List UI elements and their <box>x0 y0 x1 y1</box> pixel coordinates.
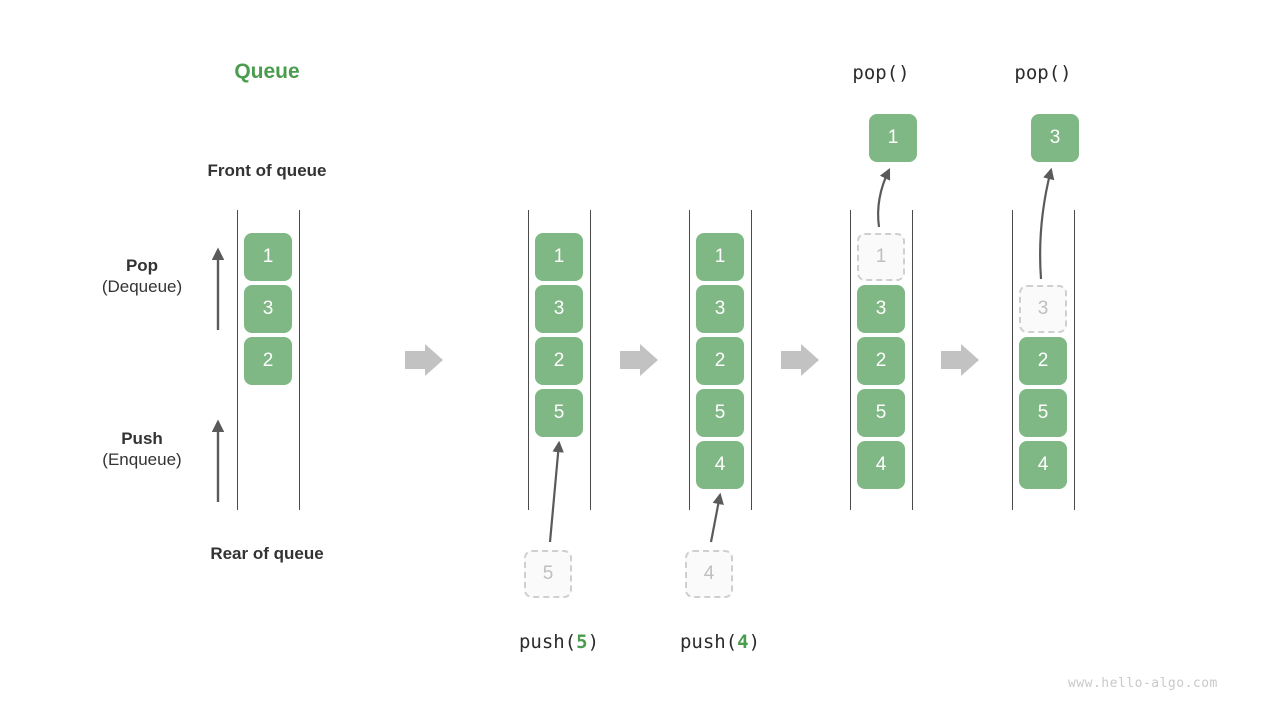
push-label-line2: (Enqueue) <box>102 450 182 470</box>
op-label-value: 5 <box>576 631 588 653</box>
queue-cell-initial-2: 2 <box>244 337 292 385</box>
op-label-value: 4 <box>737 631 749 653</box>
front-of-queue-label: Front of queue <box>207 161 327 180</box>
popped-cell-pop-3: 3 <box>1031 114 1079 162</box>
queue-cell-push-5-3: 5 <box>535 389 583 437</box>
flow-arrow-2 <box>620 344 658 376</box>
queue-cell-pop-1-4: 4 <box>857 441 905 489</box>
flow-arrow-4 <box>941 344 979 376</box>
queue-cell-initial-1: 3 <box>244 285 292 333</box>
queue-rail-right-pop-1 <box>912 210 913 510</box>
push-label-line1: Push <box>121 429 163 448</box>
watermark: www.hello-algo.com <box>1068 676 1218 691</box>
flow-arrow-3 <box>781 344 819 376</box>
queue-cell-pop-3-2: 5 <box>1019 389 1067 437</box>
queue-cell-pop-1-3: 5 <box>857 389 905 437</box>
op-label-pop-1: pop() <box>852 62 910 84</box>
queue-rail-right-push-4 <box>751 210 752 510</box>
queue-cell-push-4-3: 5 <box>696 389 744 437</box>
queue-rail-right-pop-3 <box>1074 210 1075 510</box>
page-title: Queue <box>234 60 300 83</box>
pop-label-line1: Pop <box>125 256 159 275</box>
op-label-prefix: push( <box>518 631 577 653</box>
queue-cell-pop-3-1: 2 <box>1019 337 1067 385</box>
op-label-prefix: push( <box>679 631 738 653</box>
queue-cell-pop-1-0: 1 <box>857 233 905 281</box>
queue-rail-left-push-5 <box>528 210 529 510</box>
queue-cell-pop-3-0: 3 <box>1019 285 1067 333</box>
rear-of-queue-label: Rear of queue <box>210 544 324 563</box>
queue-cell-push-4-1: 3 <box>696 285 744 333</box>
queue-cell-push-5-2: 2 <box>535 337 583 385</box>
queue-rail-left-initial <box>237 210 238 510</box>
op-label-push-5: push(5) <box>479 631 639 653</box>
queue-cell-pop-1-2: 2 <box>857 337 905 385</box>
queue-rail-right-initial <box>299 210 300 510</box>
queue-cell-push-4-2: 2 <box>696 337 744 385</box>
queue-cell-push-5-1: 3 <box>535 285 583 333</box>
queue-rail-left-push-4 <box>689 210 690 510</box>
queue-cell-initial-0: 1 <box>244 233 292 281</box>
incoming-ghost-cell-push-4: 4 <box>685 550 733 598</box>
push-label-group: Push (Enqueue) <box>62 428 222 471</box>
queue-rail-right-push-5 <box>590 210 591 510</box>
popped-cell-pop-1: 1 <box>869 114 917 162</box>
queue-cell-pop-1-1: 3 <box>857 285 905 333</box>
op-label-pop-3: pop() <box>1014 62 1072 84</box>
op-label-suffix: ) <box>587 631 600 653</box>
queue-rail-left-pop-1 <box>850 210 851 510</box>
queue-cell-push-5-0: 1 <box>535 233 583 281</box>
op-label-suffix: ) <box>748 631 761 653</box>
queue-cell-pop-3-3: 4 <box>1019 441 1067 489</box>
queue-cell-push-4-0: 1 <box>696 233 744 281</box>
flow-arrow-1 <box>405 344 443 376</box>
op-label-push-4: push(4) <box>640 631 800 653</box>
incoming-ghost-cell-push-5: 5 <box>524 550 572 598</box>
pop-label-line2: (Dequeue) <box>101 277 183 297</box>
pop-label-group: Pop (Dequeue) <box>62 255 222 298</box>
queue-cell-push-4-4: 4 <box>696 441 744 489</box>
queue-rail-left-pop-3 <box>1012 210 1013 510</box>
